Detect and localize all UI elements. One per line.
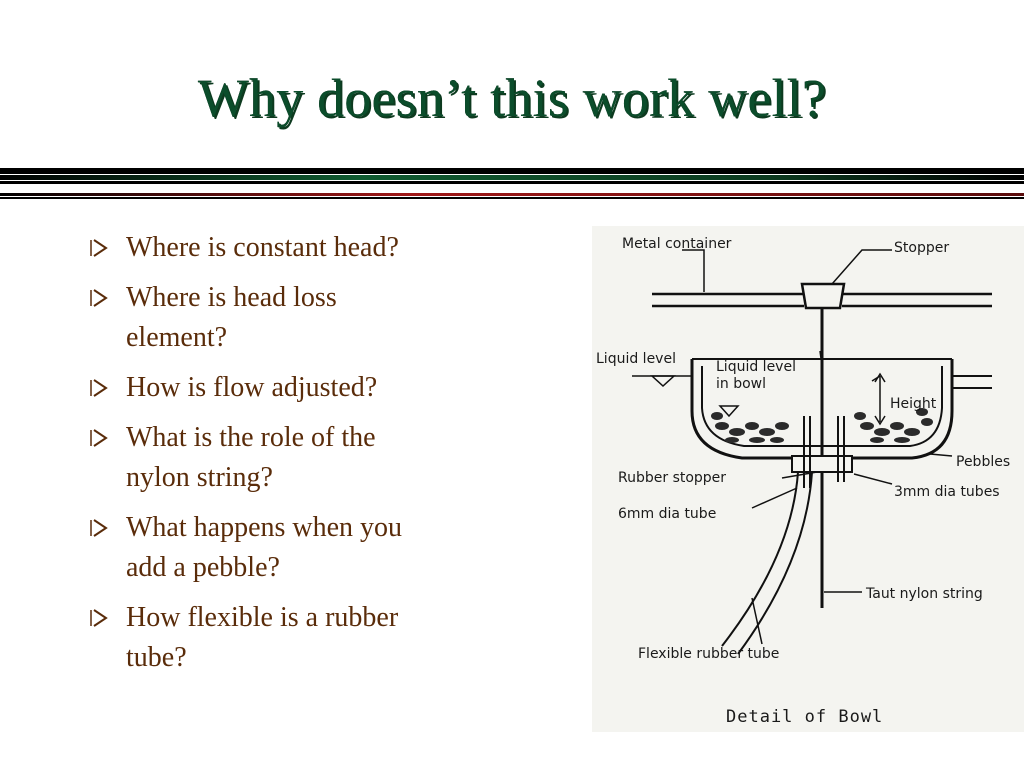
bullet-text: What is the role of the	[126, 422, 376, 453]
chevron-right-icon	[90, 609, 108, 627]
bullet-item: How is flow adjusted?	[88, 368, 478, 408]
slide-title: Why doesn’t this work well?	[197, 68, 827, 128]
bullet-text: How is flow adjusted?	[126, 372, 378, 403]
label-rubber-stopper: Rubber stopper	[618, 470, 726, 486]
bullet-text-cont: nylon string?	[126, 462, 273, 493]
bowl-outer	[690, 359, 954, 460]
pebble-bed	[711, 408, 933, 443]
label-pebbles: Pebbles	[956, 454, 1010, 470]
chevron-right-icon	[90, 289, 108, 307]
bullet-text: What happens when you	[126, 512, 403, 543]
bullet-text: How flexible is a rubber	[126, 602, 399, 633]
bullet-text-cont: element?	[126, 322, 228, 353]
bullet-text-cont: add a pebble?	[126, 552, 280, 583]
stopper-shape	[800, 282, 846, 310]
bowl-diagram: Metal container Stopper Liquid level Liq…	[592, 226, 1024, 732]
label-flexible-rubber-tube: Flexible rubber tube	[638, 646, 779, 662]
divider-red-line	[0, 193, 1024, 196]
divider-black-line	[0, 181, 1024, 184]
divider-top-band	[0, 168, 1024, 174]
label-liquid-level: Liquid level	[596, 351, 676, 367]
bullet-item: Where is head loss element?	[88, 278, 478, 358]
label-height: Height	[890, 396, 937, 412]
label-6mm-tube: 6mm dia tube	[618, 506, 716, 522]
chevron-right-icon	[90, 429, 108, 447]
flexible-tube	[721, 471, 813, 655]
bullet-list: Where is constant head? Where is head lo…	[88, 228, 478, 688]
small-tubes	[803, 416, 845, 488]
label-caption: Detail of Bowl	[726, 707, 883, 727]
label-taut-nylon-string: Taut nylon string	[865, 586, 983, 602]
chevron-right-icon	[90, 239, 108, 257]
bullet-item: What happens when you add a pebble?	[88, 508, 478, 588]
bowl-inner	[701, 366, 943, 447]
bullet-item: What is the role of the nylon string?	[88, 418, 478, 498]
chevron-right-icon	[90, 379, 108, 397]
label-liquid-level-bowl-2: in bowl	[716, 376, 766, 392]
bullet-text-cont: tube?	[126, 642, 187, 673]
chevron-right-icon	[90, 519, 108, 537]
bullet-item: Where is constant head?	[88, 228, 478, 268]
label-3mm-tubes: 3mm dia tubes	[894, 484, 1000, 500]
bowl-level-marker	[718, 405, 740, 418]
divider-green-band	[0, 175, 1024, 180]
height-marker	[874, 372, 886, 426]
bullet-item: How flexible is a rubber tube?	[88, 598, 478, 678]
metal-container	[652, 292, 992, 308]
label-metal-container: Metal container	[622, 236, 732, 252]
bullet-text: Where is constant head?	[126, 232, 399, 263]
liquid-level-marker	[650, 375, 676, 388]
bullet-text: Where is head loss	[126, 282, 337, 313]
label-stopper: Stopper	[894, 240, 949, 256]
label-liquid-level-bowl-1: Liquid level	[716, 359, 796, 375]
divider-bottom-line	[0, 197, 1024, 199]
title-divider	[0, 168, 1024, 199]
